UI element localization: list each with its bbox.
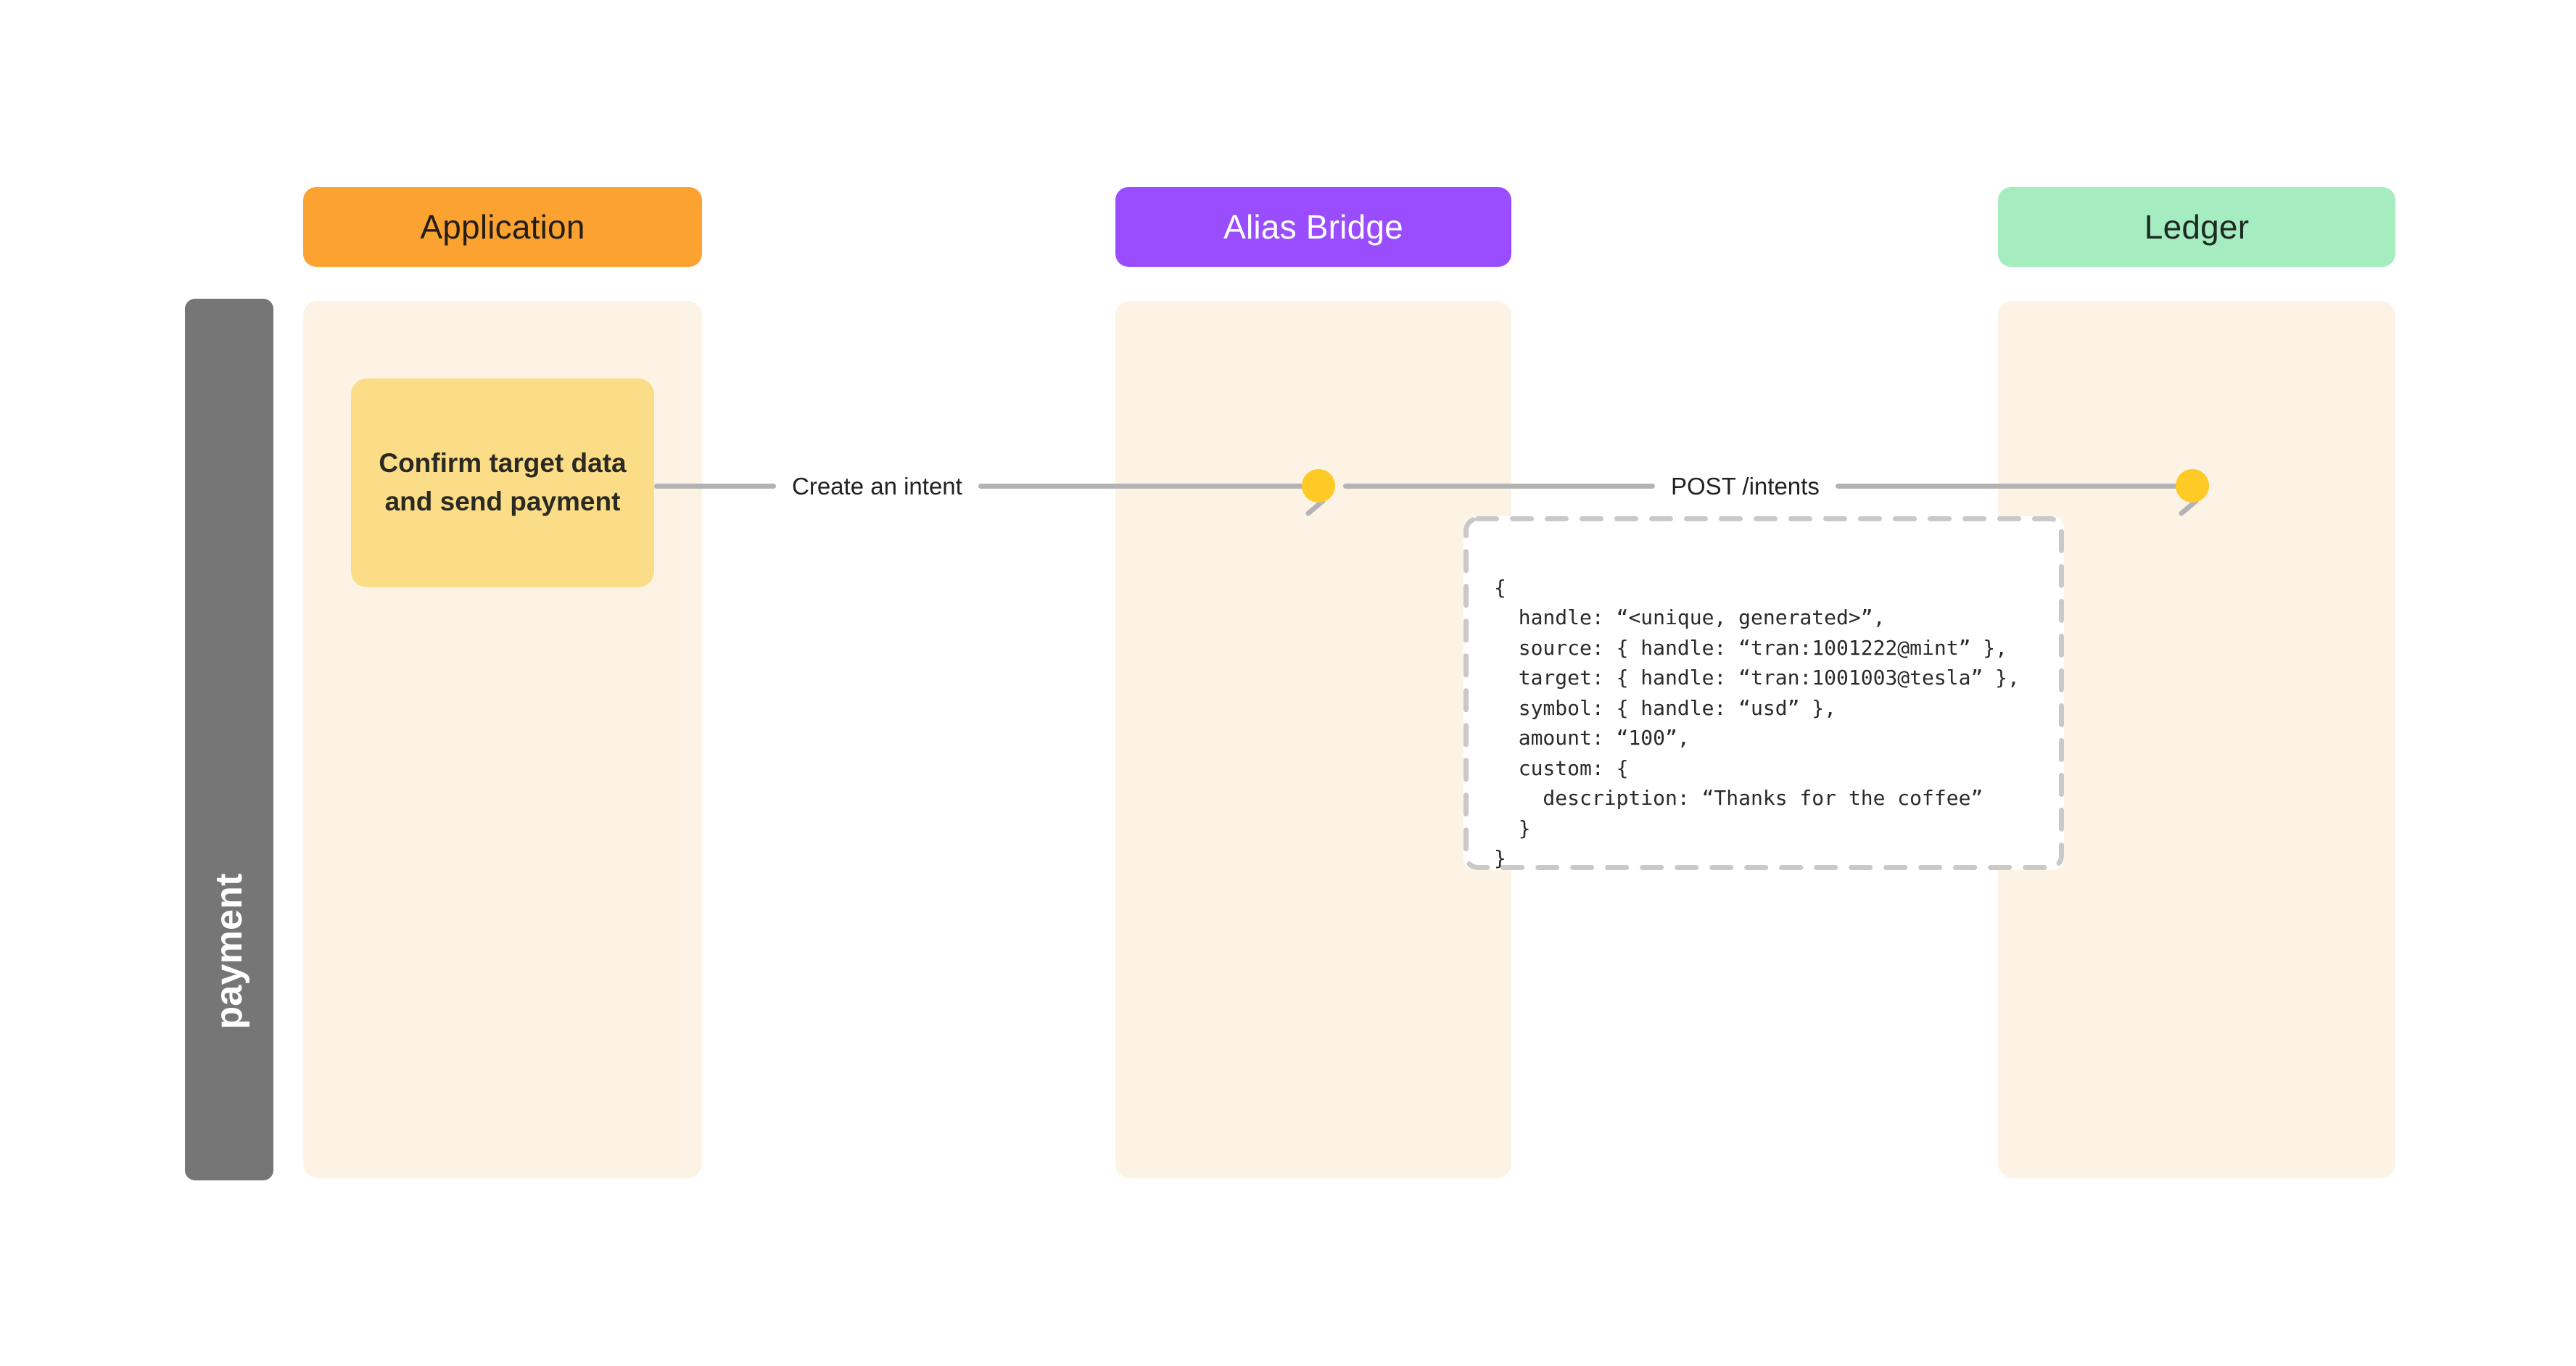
lane-header-label-alias-bridge: Alias Bridge: [1223, 208, 1403, 246]
action-card-label: Confirm target data and send payment: [379, 444, 626, 521]
lane-body-ledger: [1998, 301, 2395, 1178]
action-card-line-2: and send payment: [384, 487, 621, 516]
connector-line-right: [978, 483, 1307, 489]
intent-payload-callout: { handle: “<unique, generated>”, source:…: [1464, 516, 2064, 870]
flow-node-alias-bridge[interactable]: [1302, 469, 1335, 502]
intent-payload-code: { handle: “<unique, generated>”, source:…: [1494, 576, 2020, 870]
lane-header-application[interactable]: Application: [303, 187, 702, 267]
phase-rail-label: payment: [208, 873, 250, 1030]
connector-label-create-an-intent: Create an intent: [792, 472, 962, 500]
connector-label-post-intents: POST /intents: [1671, 472, 1820, 500]
connector-post-intents: POST /intents: [1343, 464, 2199, 516]
connector-line-left: [654, 483, 776, 489]
lane-header-ledger[interactable]: Ledger: [1998, 187, 2395, 267]
connector-create-an-intent: Create an intent: [654, 464, 1326, 516]
action-card-confirm-and-send[interactable]: Confirm target data and send payment: [351, 378, 654, 587]
lane-header-label-ledger: Ledger: [2144, 208, 2250, 246]
lane-header-alias-bridge[interactable]: Alias Bridge: [1115, 187, 1511, 267]
lane-body-alias-bridge: [1115, 301, 1511, 1178]
connector-line-left: [1343, 483, 1655, 489]
lane-header-label-application: Application: [420, 208, 585, 246]
phase-rail-payment: payment: [185, 299, 273, 1180]
connector-line-right: [1835, 483, 2180, 489]
flow-node-ledger[interactable]: [2176, 469, 2209, 502]
action-card-line-1: Confirm target data: [379, 448, 627, 479]
